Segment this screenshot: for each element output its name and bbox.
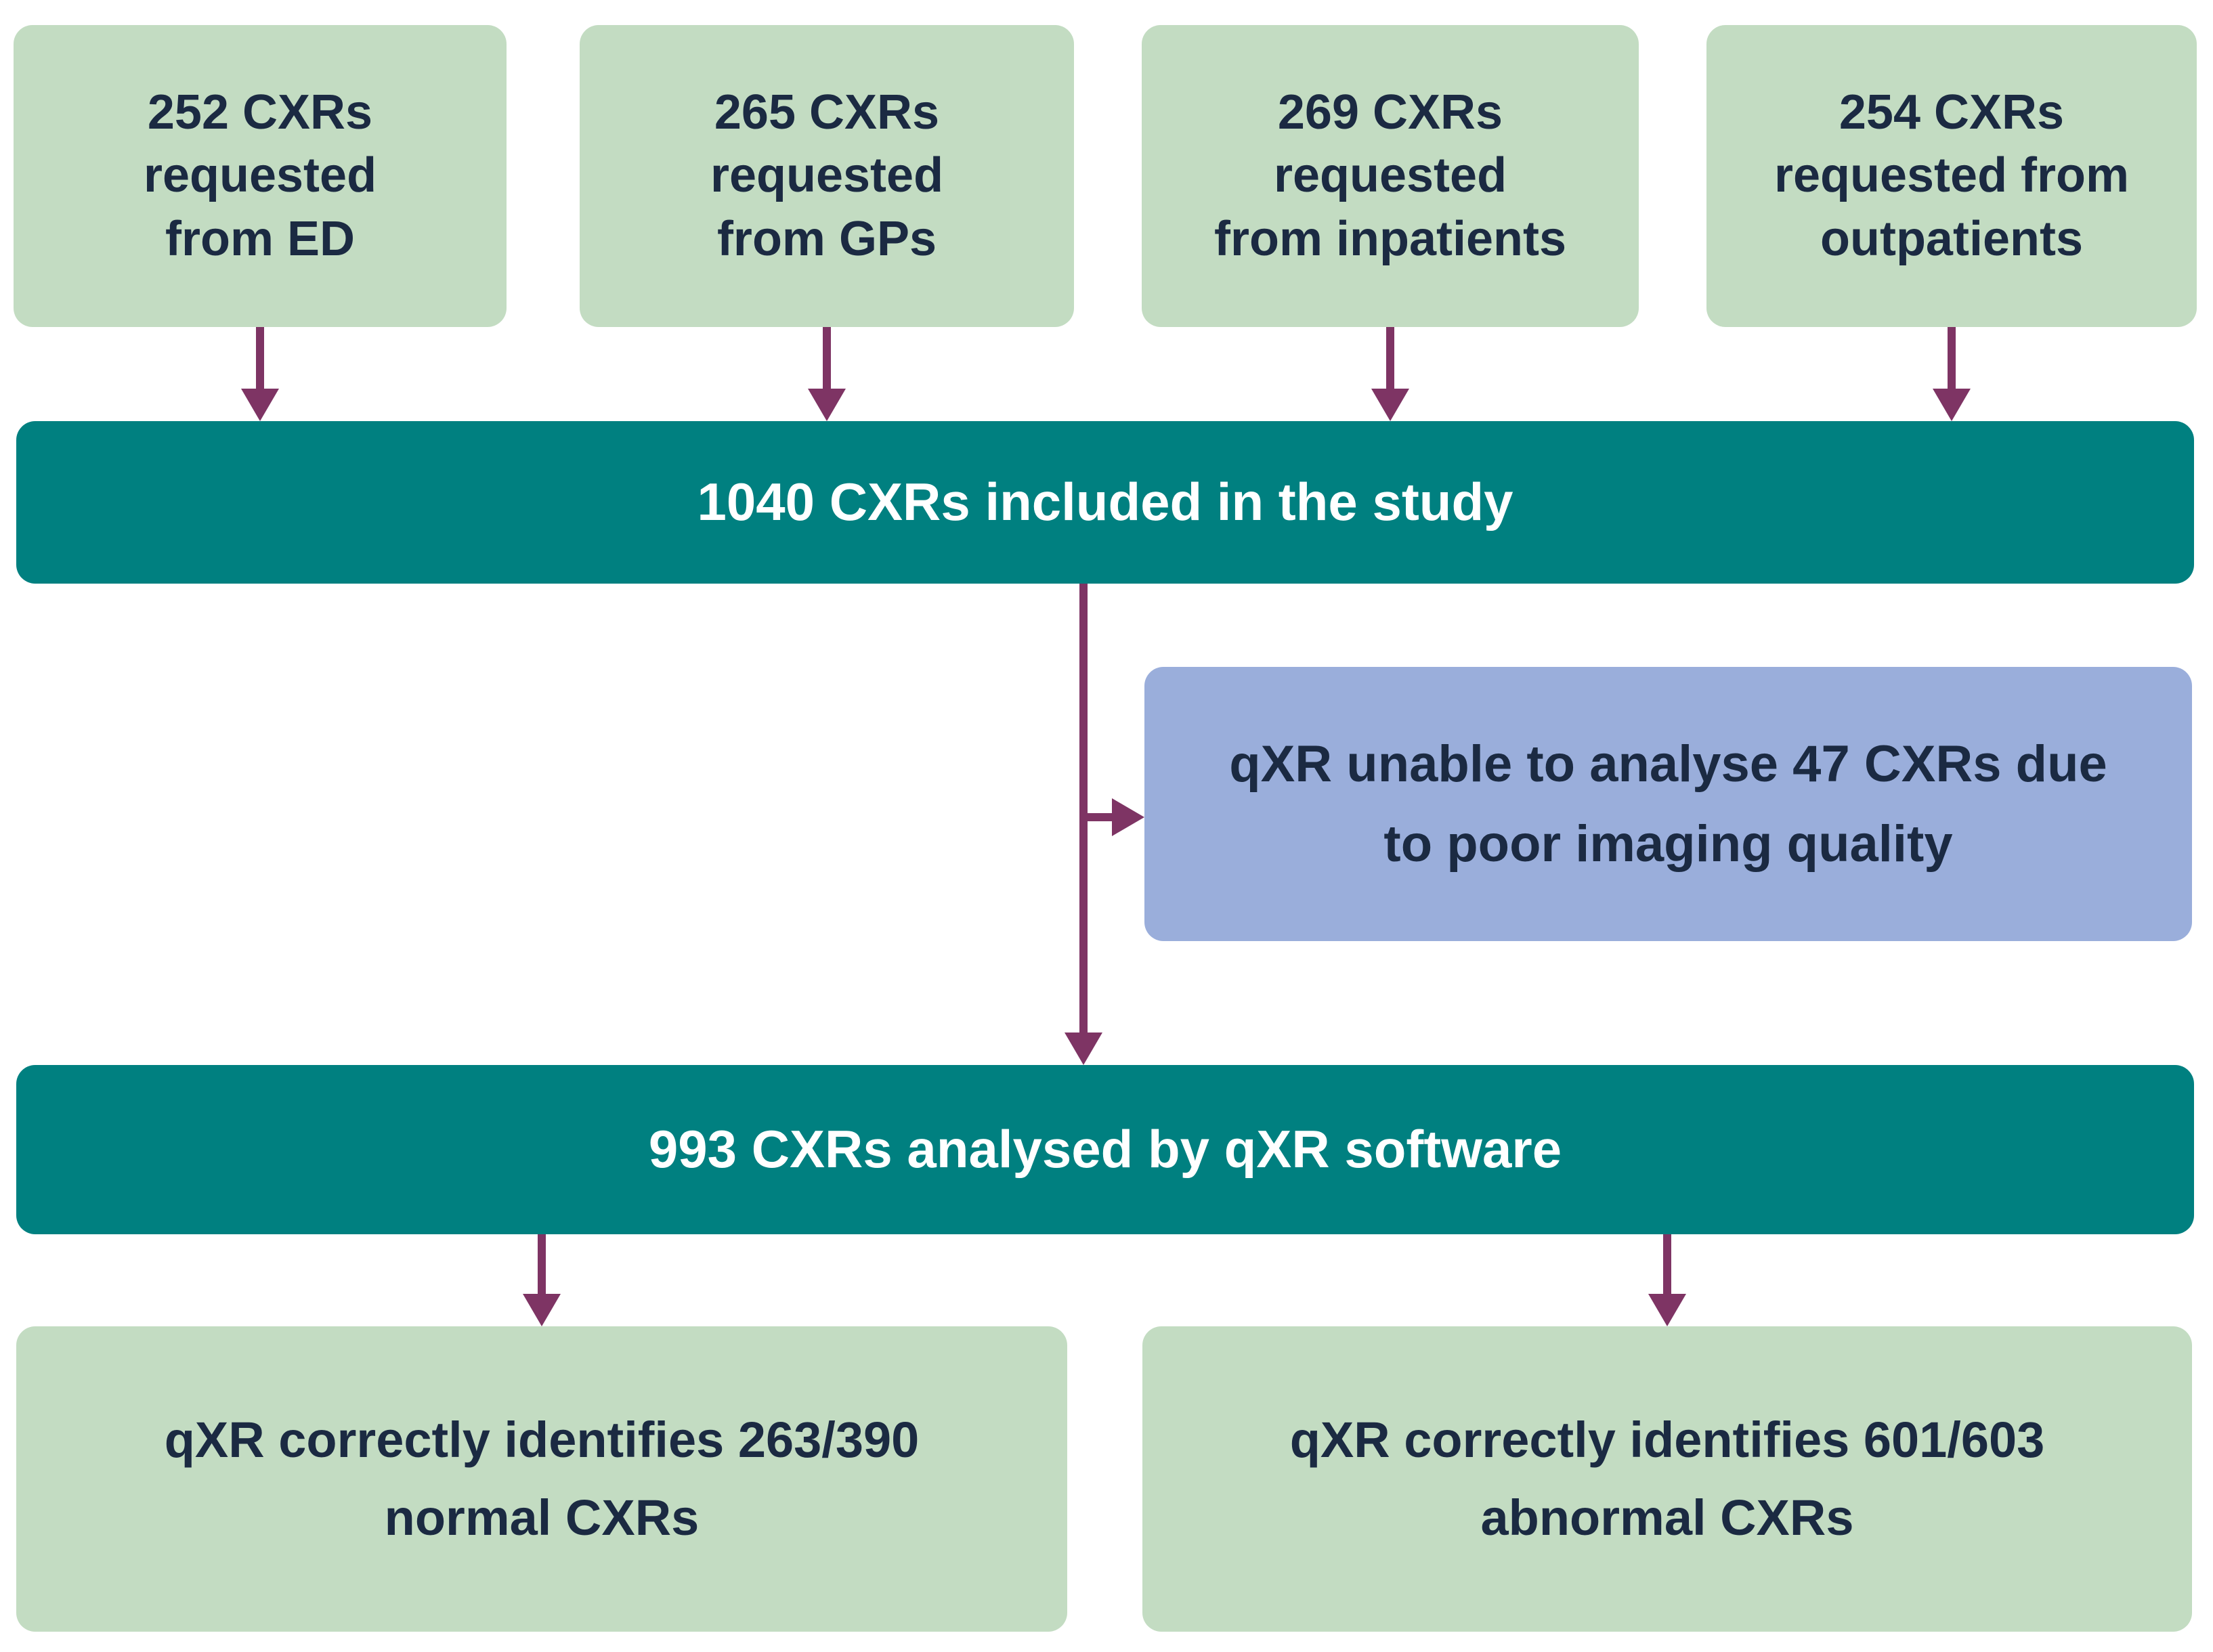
arrow-gps-to-included xyxy=(808,327,846,421)
arrow-analysed-to-normal xyxy=(523,1234,561,1326)
node-cxrs-from-inpatients: 269 CXRs requested from inpatients xyxy=(1142,25,1639,327)
arrow-included-to-analysed xyxy=(1065,584,1102,1065)
node-cxrs-included: 1040 CXRs included in the study xyxy=(16,421,2194,584)
node-cxrs-from-gps-label: 265 CXRs requested from GPs xyxy=(710,85,944,266)
node-normal-cxrs-result: qXR correctly identifies 263/390 normal … xyxy=(16,1326,1067,1632)
node-cxrs-from-inpatients-label: 269 CXRs requested from inpatients xyxy=(1213,85,1567,266)
node-cxrs-excluded: qXR unable to analyse 47 CXRs due to poo… xyxy=(1144,667,2192,941)
arrow-analysed-to-abnormal xyxy=(1648,1234,1686,1326)
node-cxrs-from-outpatients-label: 254 CXRs requested from outpatients xyxy=(1774,85,2130,266)
node-cxrs-analysed-label: 993 CXRs analysed by qXR software xyxy=(648,1119,1562,1179)
node-cxrs-from-outpatients: 254 CXRs requested from outpatients xyxy=(1706,25,2197,327)
arrow-inpatients-to-included xyxy=(1371,327,1409,421)
node-normal-cxrs-result-label: qXR correctly identifies 263/390 normal … xyxy=(164,1411,920,1546)
arrow-outpatients-to-included xyxy=(1933,327,1971,421)
node-cxrs-from-ed-label: 252 CXRs requested from ED xyxy=(143,85,377,266)
node-cxrs-analysed: 993 CXRs analysed by qXR software xyxy=(16,1065,2194,1234)
arrow-ed-to-included xyxy=(241,327,279,421)
node-cxrs-from-gps: 265 CXRs requested from GPs xyxy=(580,25,1074,327)
node-cxrs-excluded-label: qXR unable to analyse 47 CXRs due to poo… xyxy=(1229,735,2107,873)
node-cxrs-from-ed: 252 CXRs requested from ED xyxy=(14,25,507,327)
arrow-branch-to-excluded xyxy=(1083,798,1144,836)
node-abnormal-cxrs-result: qXR correctly identifies 601/603 abnorma… xyxy=(1142,1326,2192,1632)
node-cxrs-included-label: 1040 CXRs included in the study xyxy=(697,472,1513,532)
node-abnormal-cxrs-result-label: qXR correctly identifies 601/603 abnorma… xyxy=(1289,1411,2045,1546)
